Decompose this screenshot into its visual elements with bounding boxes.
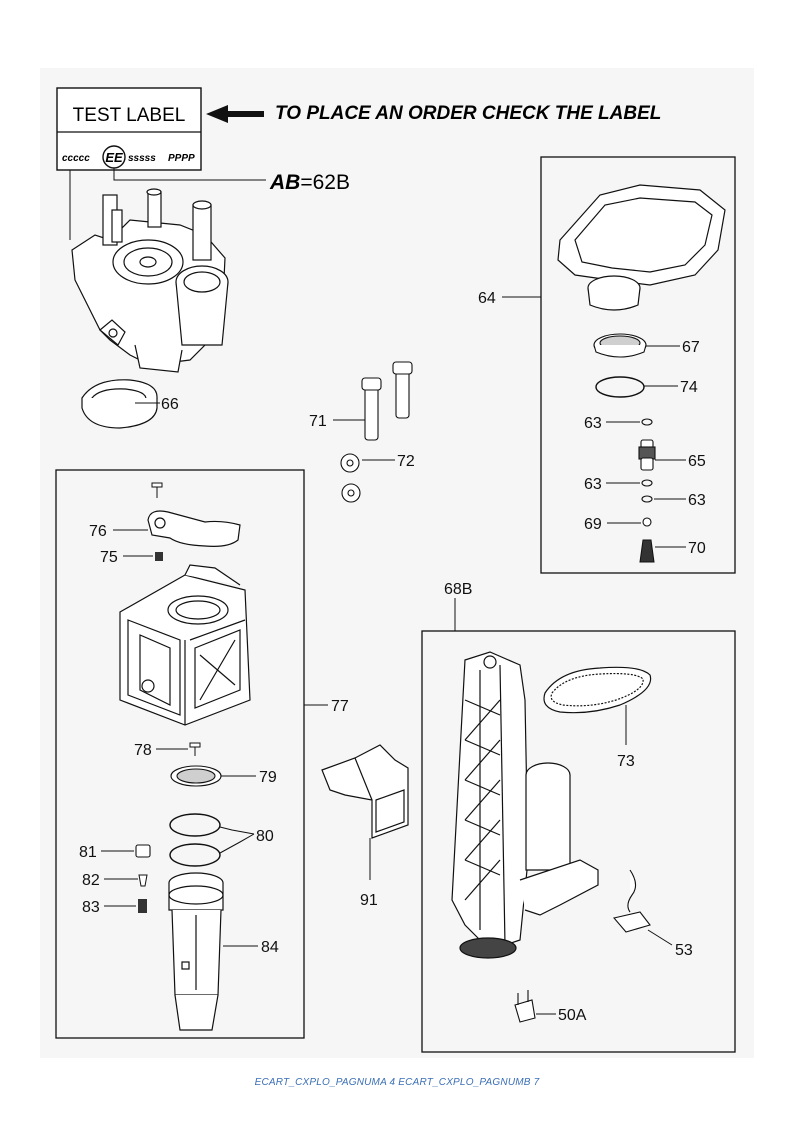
- callout-75: 75: [100, 549, 118, 566]
- spring-75: [155, 552, 163, 561]
- order-note: TO PLACE AN ORDER CHECK THE LABEL: [275, 103, 661, 124]
- valve-65: [638, 439, 656, 471]
- callout-91: 91: [360, 892, 378, 909]
- callout-83: 83: [82, 899, 100, 916]
- callout-78: 78: [134, 742, 152, 759]
- callout-63c: 63: [688, 492, 706, 509]
- callout-70: 70: [688, 540, 706, 557]
- callout-63b: 63: [584, 476, 602, 493]
- arrow-left-icon: [206, 105, 264, 123]
- gear-72-parts: [340, 453, 361, 503]
- callout-73: 73: [617, 753, 635, 770]
- filter-67: [593, 333, 647, 358]
- cover-64: [557, 184, 726, 311]
- ab-leader-line: [113, 168, 266, 181]
- spring-70: [639, 539, 655, 563]
- callout-74: 74: [680, 379, 698, 396]
- gearmotor-assembly: [451, 651, 599, 959]
- brew-unit-body: [119, 564, 251, 726]
- oring-80-top: [169, 813, 221, 837]
- callout-63a: 63: [584, 415, 602, 432]
- callout-64: 64: [478, 290, 496, 307]
- callout-82: 82: [82, 872, 100, 889]
- callout-53: 53: [675, 942, 693, 959]
- callout-66: 66: [161, 396, 179, 413]
- spring-83: [138, 899, 147, 913]
- label-code-mid: sssss: [128, 153, 156, 164]
- screw-78: [189, 742, 201, 756]
- callout-79: 79: [259, 769, 277, 786]
- callout-71: 71: [309, 413, 327, 430]
- callout-76: 76: [89, 523, 107, 540]
- piston-84: [168, 872, 224, 1031]
- ab-value: =62B: [300, 171, 350, 194]
- oring-74: [595, 376, 645, 398]
- clip-50a: [514, 990, 536, 1023]
- pin-82: [138, 874, 148, 887]
- screw-top: [151, 482, 163, 498]
- group-box-64: [540, 156, 736, 574]
- callout-69: 69: [584, 516, 602, 533]
- ball-69: [642, 517, 652, 527]
- callout-72: 72: [397, 453, 415, 470]
- callout-68b: 68B: [444, 581, 472, 598]
- page-footer: ECART_CXPLO_PAGNUMA 4 ECART_CXPLO_PAGNUM…: [254, 1077, 540, 1088]
- callout-65: 65: [688, 453, 706, 470]
- test-label-title: TEST LABEL: [73, 105, 186, 126]
- oring-80-bottom: [169, 843, 221, 867]
- housing-assembly-62b: [71, 188, 229, 373]
- callout-50a: 50A: [558, 1007, 587, 1024]
- callout-81: 81: [79, 844, 97, 861]
- ab-prefix: AB: [269, 171, 300, 194]
- seal-66: [81, 379, 158, 429]
- lever-76: [147, 510, 241, 547]
- nut-81: [135, 844, 151, 858]
- filter-79: [170, 765, 222, 787]
- callout-77: 77: [331, 698, 349, 715]
- bracket-91: [321, 744, 409, 839]
- group-box-77: [55, 469, 305, 1039]
- sensor-53: [612, 869, 651, 933]
- callout-67: 67: [682, 339, 700, 356]
- group-box-68b: [421, 630, 736, 1053]
- label-code-badge: EE: [105, 150, 123, 165]
- label-code-suffix: PPPP: [168, 153, 195, 164]
- callout-84: 84: [261, 939, 279, 956]
- belt-73: [543, 666, 652, 714]
- label-code-prefix: ccccc: [62, 153, 90, 164]
- ab-reference: AB=62B: [269, 171, 350, 194]
- pin-71-parts: [361, 361, 413, 441]
- oring-63b: [641, 479, 653, 487]
- oring-63a: [641, 418, 653, 426]
- oring-63c: [641, 495, 653, 503]
- callout-80: 80: [256, 828, 274, 845]
- test-label-box: TEST LABEL ccccc EE sssss PPPP: [56, 87, 202, 171]
